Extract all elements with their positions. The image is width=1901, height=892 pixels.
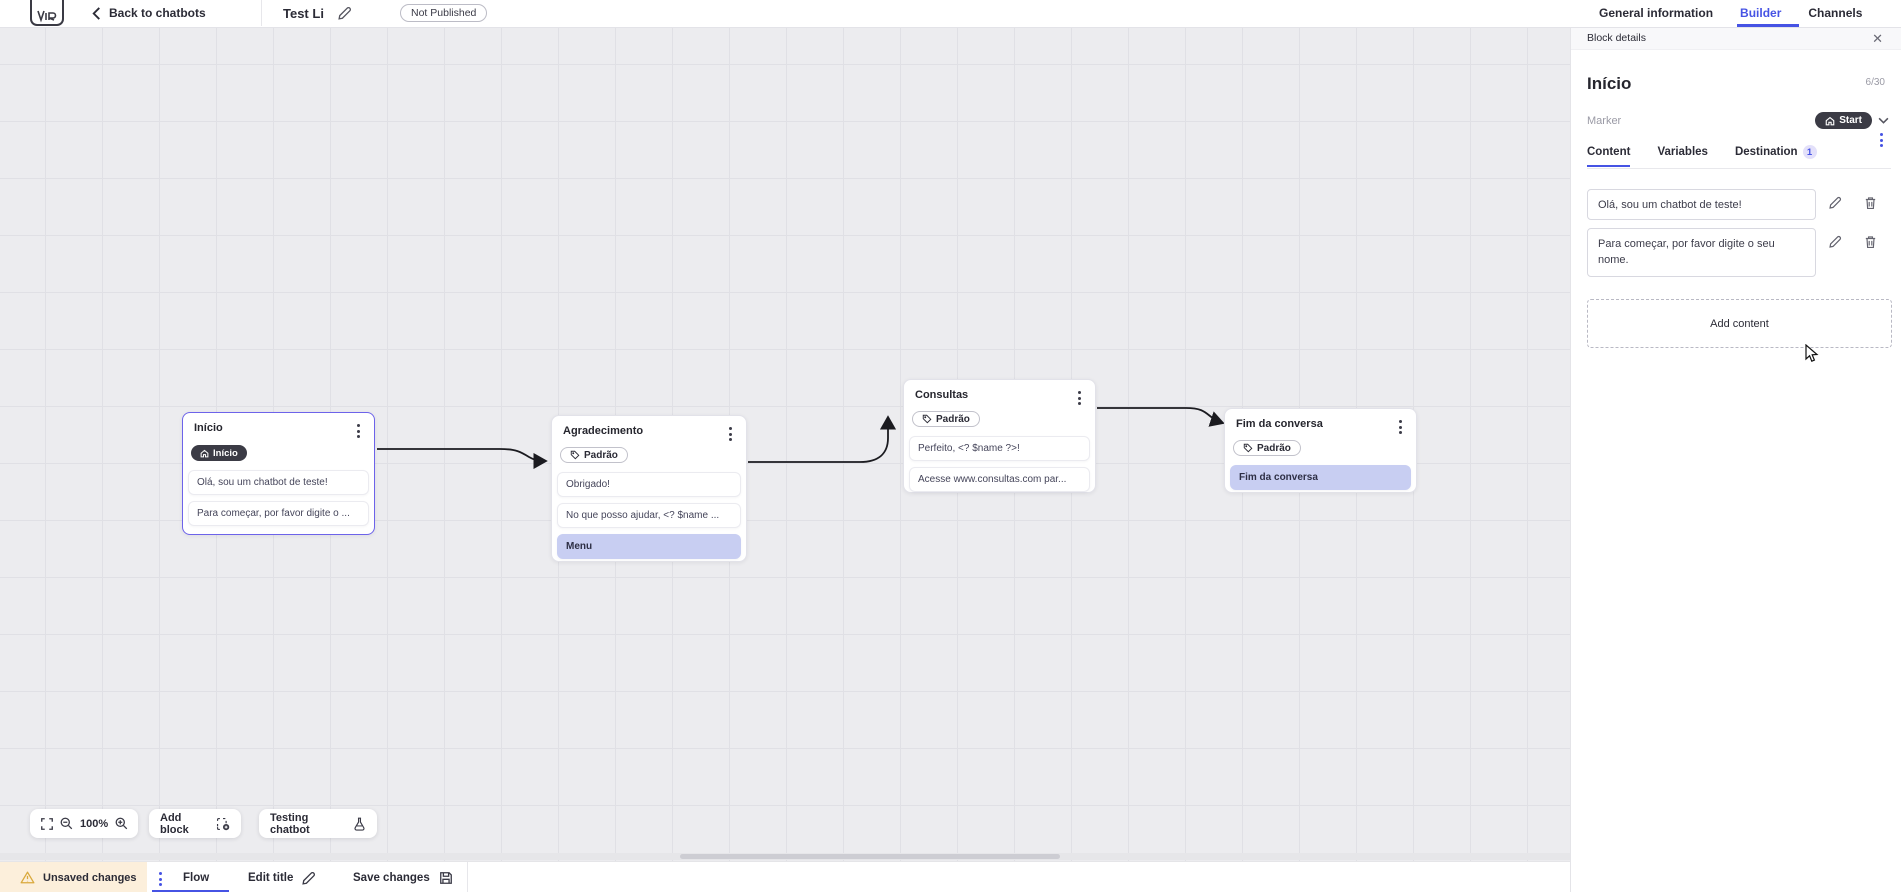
flow-menu-icon[interactable] xyxy=(155,870,166,888)
save-changes-button[interactable]: Save changes xyxy=(353,862,453,892)
tag-icon xyxy=(922,414,932,424)
block-name[interactable]: Início xyxy=(1587,74,1632,93)
block-row[interactable]: Obrigado! xyxy=(557,472,741,497)
content-message-box[interactable]: Para começar, por favor digite o seu nom… xyxy=(1587,228,1816,277)
destination-count-badge: 1 xyxy=(1802,145,1817,159)
edit-title-pencil-icon[interactable] xyxy=(338,6,352,20)
marker-row: Marker Start xyxy=(1571,94,1901,129)
block-row[interactable]: No que posso ajudar, <? $name ... xyxy=(557,503,741,528)
chatbot-title: Test Li xyxy=(283,0,352,26)
panel-header: Block details ✕ xyxy=(1571,27,1901,50)
block-title: Consultas xyxy=(915,389,969,401)
unsaved-changes-indicator: Unsaved changes xyxy=(0,862,147,892)
pencil-icon xyxy=(302,871,316,885)
tab-content[interactable]: Content xyxy=(1587,146,1631,167)
flow-block-consultas[interactable]: Consultas Padrão Perfeito, <? $name ?>! … xyxy=(903,379,1096,493)
active-tab-underline xyxy=(1737,24,1799,27)
add-block-icon xyxy=(216,817,230,831)
start-marker-pill: Start xyxy=(1815,112,1872,129)
delete-trash-icon[interactable] xyxy=(1864,196,1877,210)
edit-pencil-icon[interactable] xyxy=(1829,235,1842,248)
block-menu-icon[interactable] xyxy=(725,425,736,443)
block-button-row[interactable]: Fim da conversa xyxy=(1230,465,1411,490)
block-title: Agradecimento xyxy=(563,425,644,437)
topbar-divider xyxy=(261,0,262,26)
tag-icon xyxy=(1243,443,1253,453)
block-title: Fim da conversa xyxy=(1236,418,1323,430)
flow-block-agradecimento[interactable]: Agradecimento Padrão Obrigado! No que po… xyxy=(551,415,747,562)
padrao-badge: Padrão xyxy=(1233,440,1301,456)
block-button-row[interactable]: Menu xyxy=(557,534,741,559)
tab-general-information[interactable]: General information xyxy=(1599,6,1714,20)
zoom-controls: 100% xyxy=(30,809,138,838)
block-row[interactable]: Acesse www.consultas.com par... xyxy=(909,467,1090,492)
top-bar: Back to chatbots Test Li Not Published G… xyxy=(0,0,1901,28)
status-badge: Not Published xyxy=(400,4,488,22)
tabs-divider xyxy=(1587,168,1891,169)
block-details-panel: Block details ✕ Início 6/30 Marker Start… xyxy=(1570,27,1901,892)
app-logo-icon[interactable] xyxy=(30,0,64,26)
home-icon xyxy=(200,449,209,457)
tab-flow[interactable]: Flow xyxy=(183,871,210,884)
tag-icon xyxy=(570,450,580,460)
builder-nav-tabs: General information Builder Channels xyxy=(1599,0,1862,26)
bottom-bar: Unsaved changes Flow Edit title Save cha… xyxy=(0,861,1570,892)
save-icon xyxy=(439,871,452,884)
edit-pencil-icon[interactable] xyxy=(1829,196,1842,209)
tab-destination[interactable]: Destination 1 xyxy=(1735,145,1817,168)
flow-block-inicio[interactable]: Início Início Olá, sou um chatbot de tes… xyxy=(182,412,375,535)
warning-icon xyxy=(20,871,35,884)
add-block-button[interactable]: Add block xyxy=(149,809,241,838)
panel-tabs: Content Variables Destination 1 xyxy=(1571,129,1901,168)
block-title: Início xyxy=(194,422,223,434)
flow-tab-underline xyxy=(152,889,229,892)
flow-canvas[interactable]: Início Início Olá, sou um chatbot de tes… xyxy=(0,27,1570,861)
block-row[interactable]: Para começar, por favor digite o ... xyxy=(188,500,369,526)
delete-trash-icon[interactable] xyxy=(1864,235,1877,249)
content-message-box[interactable]: Olá, sou um chatbot de teste! xyxy=(1587,189,1816,220)
tab-variables[interactable]: Variables xyxy=(1657,146,1708,158)
start-marker-badge: Início xyxy=(191,445,247,461)
close-icon[interactable]: ✕ xyxy=(1872,30,1883,46)
block-menu-icon[interactable] xyxy=(1395,418,1406,436)
zoom-in-icon[interactable] xyxy=(115,817,128,830)
fullscreen-icon[interactable] xyxy=(41,817,53,830)
flow-block-fim-da-conversa[interactable]: Fim da conversa Padrão Fim da conversa xyxy=(1224,408,1417,493)
add-content-button[interactable]: Add content xyxy=(1587,299,1892,348)
back-chevron-icon xyxy=(92,6,100,20)
chevron-down-icon xyxy=(1878,117,1889,124)
block-row[interactable]: Olá, sou um chatbot de teste! xyxy=(188,469,369,495)
block-menu-icon[interactable] xyxy=(353,422,364,440)
char-counter: 6/30 xyxy=(1865,77,1885,88)
panel-title-row: Início 6/30 xyxy=(1571,50,1901,94)
tab-channels[interactable]: Channels xyxy=(1808,6,1863,20)
back-to-chatbots-link[interactable]: Back to chatbots xyxy=(92,0,206,26)
marker-label: Marker xyxy=(1587,114,1622,127)
zoom-level: 100% xyxy=(80,817,109,830)
padrao-badge: Padrão xyxy=(912,411,980,427)
tab-builder[interactable]: Builder xyxy=(1740,6,1782,20)
padrao-badge: Padrão xyxy=(560,447,628,463)
canvas-hscrollbar-track[interactable] xyxy=(0,853,1570,860)
testing-chatbot-button[interactable]: Testing chatbot xyxy=(259,809,377,838)
content-item: Olá, sou um chatbot de teste! xyxy=(1571,189,1901,220)
marker-select[interactable]: Start xyxy=(1815,112,1889,129)
home-icon xyxy=(1825,116,1835,125)
block-menu-icon[interactable] xyxy=(1074,389,1085,407)
flask-icon xyxy=(353,817,366,831)
edit-title-button[interactable]: Edit title xyxy=(248,862,316,892)
canvas-hscrollbar-thumb[interactable] xyxy=(680,854,1060,859)
content-item: Para começar, por favor digite o seu nom… xyxy=(1571,228,1901,277)
bottombar-divider xyxy=(467,862,468,892)
chatbot-title-text: Test Li xyxy=(283,5,324,21)
zoom-out-icon[interactable] xyxy=(60,817,73,830)
block-row[interactable]: Perfeito, <? $name ?>! xyxy=(909,436,1090,461)
panel-menu-icon[interactable] xyxy=(1876,131,1887,149)
